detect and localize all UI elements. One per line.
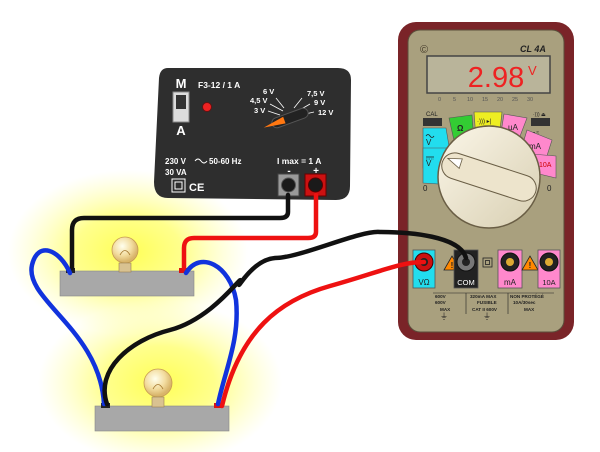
- mode-diode-label: ·))) ▸|: [477, 119, 492, 125]
- wire-black-psu-to-lamp1: [69, 192, 291, 271]
- ac-symbol-icon: [194, 158, 208, 164]
- svg-text:!: !: [451, 261, 454, 270]
- mode-ma-label: mA: [529, 142, 542, 151]
- jack-v-ohm-label: VΩ: [418, 278, 429, 287]
- power-input-label: 230 V: [165, 157, 187, 166]
- power-model-label: F3-12 / 1 A: [198, 80, 240, 90]
- svg-text:FUSIBLE: FUSIBLE: [477, 300, 497, 305]
- svg-text:20: 20: [497, 97, 503, 103]
- meter-rating-notes: 600V 600V MAX 320mA MAX FUSIBLE CAT II 6…: [435, 292, 544, 312]
- ac-wave-icon: [425, 134, 435, 138]
- cal-button[interactable]: [423, 118, 442, 126]
- power-rating: 30 VA: [165, 168, 187, 177]
- svg-text:10A/30sec: 10A/30sec: [513, 300, 536, 305]
- volt-label-9: 9 V: [314, 98, 325, 107]
- ground-icon-2: ⏚: [483, 312, 491, 321]
- mode-v-ac-label: V: [426, 138, 432, 147]
- off-left-label: 0: [423, 184, 428, 193]
- svg-text:CAT II 600V: CAT II 600V: [472, 307, 498, 312]
- svg-text:MAX: MAX: [440, 307, 451, 312]
- mode-ohm-label: Ω: [457, 124, 464, 133]
- ce-mark: CE: [189, 182, 204, 194]
- hold-button[interactable]: [531, 118, 550, 126]
- multimeter: © CL 4A 2.98 V 0 5 10 15 20 25 30 CAL ·)…: [398, 22, 574, 340]
- wire-red-lamp2-to-v: [219, 259, 427, 409]
- double-insulation-icon: [171, 178, 186, 193]
- jack-ma-label: mA: [504, 278, 517, 287]
- power-indicator-led: [202, 102, 212, 112]
- svg-text:MAX: MAX: [524, 307, 535, 312]
- svg-text:5: 5: [453, 97, 456, 103]
- svg-text:25: 25: [512, 97, 518, 103]
- ground-icon: ⏚: [440, 312, 448, 321]
- wire-black-lamp2-to-com: [102, 229, 469, 407]
- svg-text:!: !: [529, 261, 532, 270]
- meter-reading: 2.98: [468, 62, 524, 94]
- wire-blue-lamp1-left-to-lamp2-left: [29, 248, 107, 407]
- svg-text:600V: 600V: [435, 300, 447, 305]
- hold-label-icon: ·))) ⏏: [533, 112, 546, 118]
- mode-v-dc-label: V: [426, 159, 432, 168]
- wire-blue-lamp1-right-to-lamp2-right: [183, 259, 239, 407]
- wire-red-psu-to-lamp1: [181, 192, 319, 271]
- power-mode-label-a: A: [176, 123, 186, 138]
- power-input-freq: 50-60 Hz: [209, 157, 241, 166]
- off-right-label: 0: [547, 184, 552, 193]
- meter-model: CL 4A: [520, 44, 546, 54]
- svg-text:600V: 600V: [435, 294, 447, 299]
- mode-ua-label: µA: [508, 123, 519, 132]
- meter-lcd: [426, 55, 551, 94]
- svg-text:320mA MAX: 320mA MAX: [470, 294, 497, 299]
- svg-text:NON PROTÉGÉ: NON PROTÉGÉ: [510, 292, 544, 299]
- meter-bar-scale: 0 5 10 15 20 25 30: [438, 97, 533, 103]
- svg-text:30: 30: [527, 97, 533, 103]
- power-mode-label-m: M: [176, 76, 187, 91]
- meter-brand-icon: ©: [420, 44, 428, 56]
- svg-text:15: 15: [482, 97, 488, 103]
- jack-com-label: COM: [457, 278, 475, 287]
- volt-label-12: 12 V: [318, 108, 333, 117]
- svg-text:10: 10: [467, 97, 473, 103]
- voltage-selector-knob[interactable]: [262, 107, 310, 132]
- svg-text:0: 0: [438, 97, 441, 103]
- jack-10a-label: 10A: [542, 278, 555, 287]
- meter-rotary-pointer[interactable]: [438, 149, 539, 204]
- cal-label: CAL: [426, 112, 438, 118]
- imax-label: I max = 1 A: [277, 156, 321, 166]
- volt-label-4-5: 4,5 V: [250, 96, 268, 105]
- fuse-icon: [482, 257, 493, 268]
- warning-triangle-icon-2: [521, 255, 539, 271]
- volt-label-7-5: 7,5 V: [307, 89, 325, 98]
- power-supply: M A F3-12 / 1 A 6 V 4,5 V 3 V 7,5 V 9 V …: [154, 68, 351, 200]
- terminal-plus-label: +: [313, 166, 319, 177]
- meter-reading-unit: V: [528, 63, 537, 78]
- volt-label-3: 3 V: [254, 106, 265, 115]
- lamp-1-terminal-right[interactable]: [179, 268, 188, 273]
- mode-10a-label: 10A: [539, 162, 552, 169]
- terminal-minus-label: -: [287, 166, 290, 177]
- volt-label-6: 6 V: [263, 87, 274, 96]
- lamp-2: [94, 368, 230, 432]
